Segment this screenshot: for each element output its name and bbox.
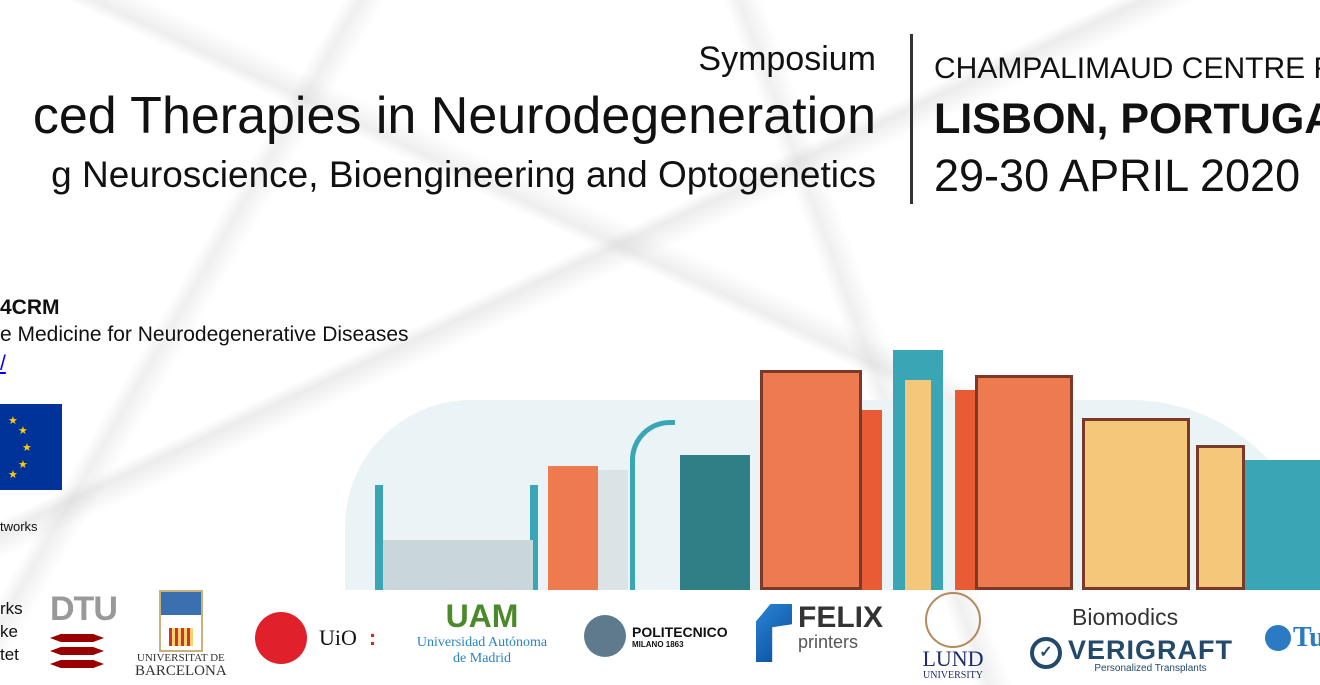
logo-text: Universidad Autónoma	[416, 635, 548, 650]
venue: CHAMPALIMAUD CENTRE FO	[934, 52, 1320, 85]
logo-lund: LUND UNIVERSITY	[918, 592, 988, 681]
logo-text: UAM	[445, 598, 519, 634]
logo-dk-university: rks ke tet	[0, 597, 23, 666]
logo-text: UiO	[319, 625, 357, 650]
logo-text: de Madrid	[453, 651, 511, 666]
logo-tu: Tu	[1265, 622, 1320, 654]
logo-text: BARCELONA	[135, 663, 227, 679]
event-date: 29-30 APRIL 2020	[934, 150, 1301, 201]
logo-barcelona: UNIVERSITAT DE BARCELONA	[135, 590, 227, 679]
logo-text: DTU	[50, 590, 118, 628]
city: LISBON, PORTUGAL	[934, 95, 1320, 143]
eu-flag-icon: ★★ ★★ ★	[0, 404, 62, 490]
logo-text: printers	[798, 632, 859, 652]
logo-text: UNIVERSITAT DE	[136, 652, 225, 664]
logo-text: VERIGRAFT	[1068, 635, 1234, 665]
logo-uio: UiO :	[255, 612, 376, 664]
logo-text: UNIVERSITY	[923, 670, 983, 681]
logo-text: rks	[0, 599, 23, 618]
network-text: tworks	[0, 519, 38, 534]
check-icon: ✓	[1030, 637, 1062, 669]
project-name: 4CRM	[0, 296, 60, 319]
logo-biomodics: Biomodics	[1072, 604, 1179, 630]
page-title: ced Therapies in Neurodegeneration	[32, 87, 876, 145]
logo-text: ke	[0, 622, 18, 641]
divider	[910, 34, 913, 204]
symposium-label: Symposium	[698, 40, 876, 78]
logo-text: FELIX	[798, 601, 884, 634]
logo-text: POLITECNICO	[632, 623, 728, 640]
logo-text: LUND	[922, 646, 984, 671]
project-link[interactable]: /	[0, 352, 6, 375]
logo-dtu: DTU	[50, 590, 118, 668]
logo-uam: UAM Universidad Autónoma de Madrid	[405, 598, 559, 667]
subtitle: g Neuroscience, Bioengineering and Optog…	[51, 154, 876, 195]
logo-text: tet	[0, 645, 19, 664]
logo-text: MILANO 1863	[632, 639, 684, 649]
logo-text: Personalized Transplants	[1094, 663, 1207, 674]
logo-text: Tu	[1293, 622, 1320, 653]
project-description: e Medicine for Neurodegenerative Disease…	[0, 323, 409, 346]
